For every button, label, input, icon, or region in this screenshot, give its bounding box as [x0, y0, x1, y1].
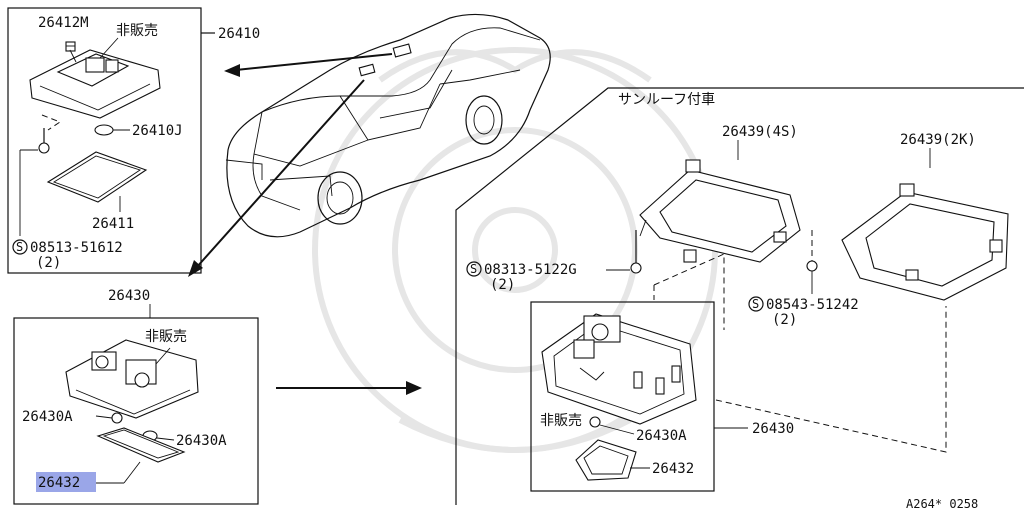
reference-code: A264* 0258 [906, 497, 978, 511]
part-26430a-bottom [589, 416, 635, 435]
group-26410: 26410 26412M 非販売 [7, 7, 260, 274]
group-sunroof: サンルーフ付車 26439(4S) 26439(2K) [455, 87, 1024, 505]
label-screw-08513: 08513-51612 [30, 240, 123, 256]
label-screw-08513-qty: (2) [36, 255, 61, 271]
part-screw-08513 [19, 128, 50, 236]
part-26411-lens [46, 151, 148, 212]
label-26410: 26410 [218, 26, 260, 42]
label-26412m: 26412M [38, 15, 89, 31]
label-26410j: 26410J [132, 123, 183, 139]
label-26430a-right: 26430A [176, 433, 227, 449]
label-screw-08313: 08313-5122G [484, 262, 577, 278]
part-26432-lens-right [575, 439, 650, 481]
label-26432-right: 26432 [652, 461, 694, 477]
label-sunroof-title: サンルーフ付車 [618, 91, 715, 108]
part-26430-housing-right [541, 313, 697, 425]
label-screw-08313-qty: (2) [490, 277, 515, 293]
part-26430-housing-left [65, 339, 199, 419]
part-26412m [65, 41, 76, 52]
standard-part-s-icon: S [12, 239, 28, 255]
label-26439-2k: 26439(2K) [900, 132, 976, 148]
label-not-for-sale-2: 非販売 [145, 329, 187, 345]
label-screw-08543: 08543-51242 [766, 297, 859, 313]
svg-text:S: S [470, 262, 477, 276]
arrows [188, 53, 422, 395]
part-26430a-left [95, 412, 123, 424]
part-26432-lens-left [96, 427, 186, 463]
label-not-for-sale-1: 非販売 [116, 23, 158, 39]
group-26430-left: 26430 非販売 26430A 26430A 26432 [13, 288, 259, 505]
standard-part-s-icon: S [748, 296, 764, 312]
standard-part-s-icon: S [466, 261, 482, 277]
label-not-for-sale-3: 非販売 [540, 413, 582, 429]
part-26439-4s-bracket [639, 159, 801, 263]
part-screw-08313 [606, 230, 642, 274]
part-26439-2k-bracket [841, 183, 1009, 301]
label-26430a-bottom: 26430A [636, 428, 687, 444]
highlight-26432 [36, 472, 96, 492]
label-26411: 26411 [92, 216, 134, 232]
part-screw-08543 [806, 230, 818, 294]
label-26430a-left: 26430A [22, 409, 73, 425]
car-outline-icon [225, 13, 551, 238]
part-26410j-bulb [94, 124, 130, 136]
svg-text:S: S [752, 297, 759, 311]
label-26430-top: 26430 [108, 288, 150, 304]
part-26410-housing [29, 37, 161, 119]
label-26430-right: 26430 [752, 421, 794, 437]
svg-text:S: S [16, 240, 23, 254]
label-26432-left: 26432 [38, 475, 80, 491]
label-screw-08543-qty: (2) [772, 312, 797, 328]
label-26439-4s: 26439(4S) [722, 124, 798, 140]
